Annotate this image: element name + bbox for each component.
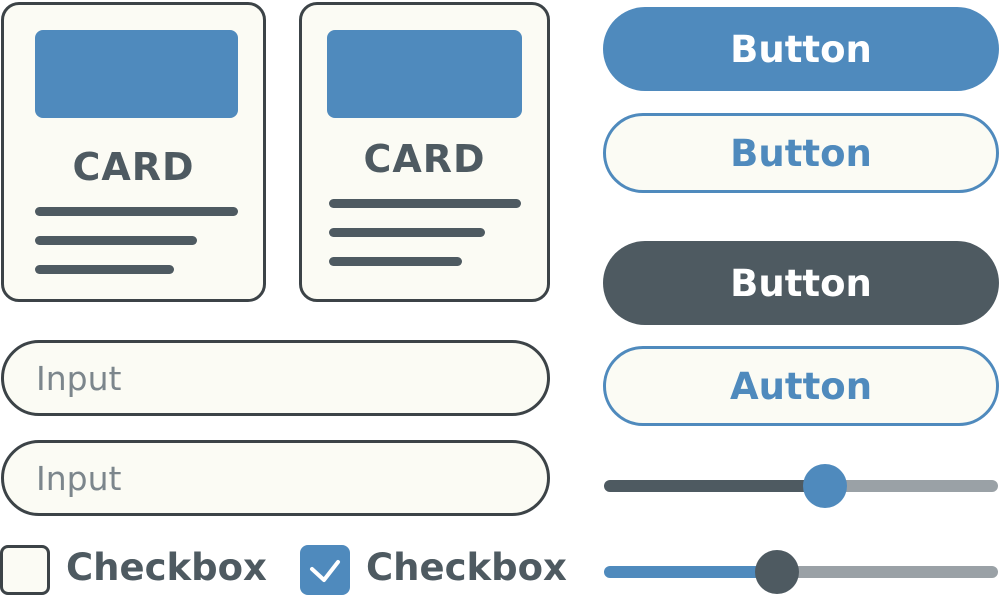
outline-button[interactable]: Button xyxy=(603,113,999,193)
outline-button-2[interactable]: Autton xyxy=(603,346,999,426)
card-2: CARD xyxy=(299,2,550,302)
checkbox-label: Checkbox xyxy=(66,546,267,589)
card-image-placeholder xyxy=(35,30,238,118)
card-text-line xyxy=(329,199,521,208)
checkbox-checked[interactable] xyxy=(300,545,350,595)
slider-thumb[interactable] xyxy=(755,550,799,594)
checkmark-icon xyxy=(310,560,340,582)
text-input-2[interactable] xyxy=(1,440,550,516)
card-text-line xyxy=(329,228,485,237)
slider-2[interactable] xyxy=(604,549,998,595)
card-title: CARD xyxy=(72,145,195,189)
slider-thumb[interactable] xyxy=(803,464,847,508)
card-text-line xyxy=(35,265,174,274)
text-input-1[interactable] xyxy=(1,340,550,416)
card-text-line xyxy=(35,207,238,216)
card-text-line xyxy=(35,236,197,245)
slider-1[interactable] xyxy=(604,463,998,509)
slider-track-empty xyxy=(825,480,998,492)
checkbox-label: Checkbox xyxy=(366,546,567,589)
checkbox-unchecked[interactable] xyxy=(0,545,50,595)
slider-track-filled xyxy=(604,480,825,492)
card-text-line xyxy=(329,257,462,266)
slider-track-filled xyxy=(604,566,777,578)
card-1: CARD xyxy=(1,2,266,302)
dark-button[interactable]: Button xyxy=(603,241,999,325)
card-title: CARD xyxy=(363,137,486,181)
card-image-placeholder xyxy=(327,30,522,118)
primary-button[interactable]: Button xyxy=(603,7,999,91)
slider-track-empty xyxy=(777,566,998,578)
